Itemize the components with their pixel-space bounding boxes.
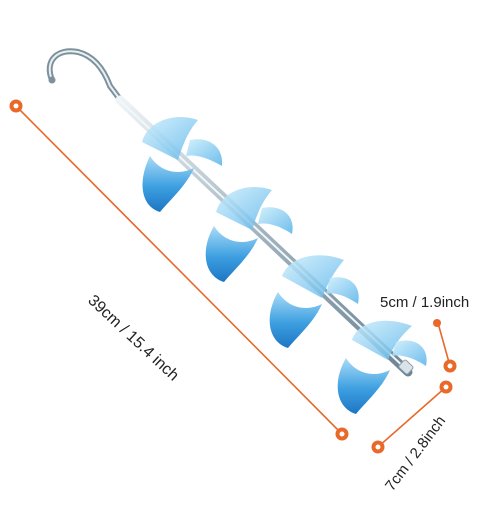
width-dimension-line <box>371 380 453 454</box>
height-dimension-line <box>433 319 457 373</box>
cup-holder-4 <box>337 320 427 414</box>
cup-holder-3 <box>269 255 359 348</box>
cup-holder-2 <box>205 186 293 282</box>
cup-holder-1 <box>142 116 223 212</box>
hook <box>46 48 125 105</box>
height-label: 5cm / 1.9inch <box>380 294 470 311</box>
length-dimension-line <box>9 99 349 441</box>
